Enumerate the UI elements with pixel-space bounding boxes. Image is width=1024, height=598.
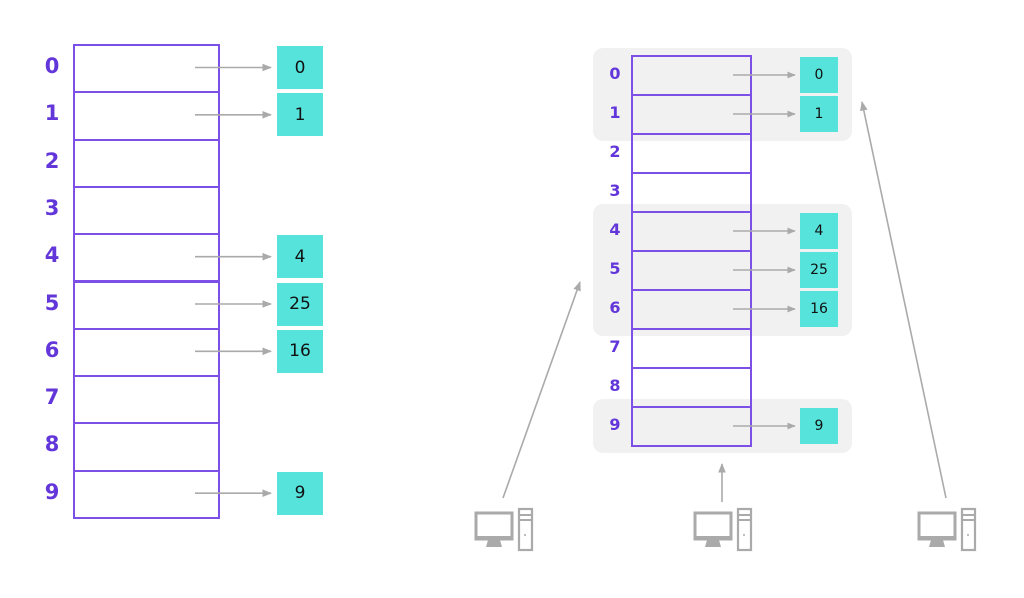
value-box: 0 bbox=[277, 46, 323, 89]
computer-icon bbox=[917, 507, 977, 552]
client-arrow bbox=[502, 281, 581, 499]
computer-icon bbox=[474, 507, 534, 552]
value-box: 1 bbox=[800, 96, 838, 132]
index-label: 2 bbox=[44, 148, 60, 173]
index-label: 2 bbox=[609, 142, 621, 161]
value-box: 25 bbox=[800, 252, 838, 288]
computer-icon bbox=[693, 507, 753, 552]
value-box: 9 bbox=[800, 408, 838, 444]
index-label: 7 bbox=[609, 337, 621, 356]
index-label: 4 bbox=[44, 243, 60, 268]
index-label: 7 bbox=[44, 385, 60, 410]
index-label: 1 bbox=[44, 101, 60, 126]
index-label: 4 bbox=[609, 220, 621, 239]
value-box: 4 bbox=[277, 235, 323, 279]
client-arrow bbox=[860, 101, 947, 499]
value-box: 16 bbox=[800, 291, 838, 327]
index-label: 3 bbox=[609, 181, 621, 200]
index-label: 5 bbox=[44, 290, 60, 315]
index-label: 0 bbox=[609, 64, 621, 83]
index-label: 9 bbox=[609, 415, 621, 434]
value-box: 0 bbox=[800, 57, 838, 93]
value-box: 4 bbox=[800, 213, 838, 249]
index-label: 6 bbox=[44, 337, 60, 362]
value-box: 16 bbox=[277, 329, 323, 373]
value-box: 1 bbox=[277, 93, 323, 137]
index-label: 9 bbox=[44, 479, 60, 504]
index-label: 6 bbox=[609, 298, 621, 317]
value-box: 25 bbox=[277, 282, 323, 326]
index-label: 8 bbox=[44, 432, 60, 457]
index-label: 1 bbox=[609, 103, 621, 122]
index-label: 3 bbox=[44, 195, 60, 220]
index-label: 5 bbox=[609, 259, 621, 278]
index-label: 8 bbox=[609, 376, 621, 395]
index-label: 0 bbox=[44, 54, 60, 78]
table-slot bbox=[73, 469, 220, 519]
value-box: 9 bbox=[277, 471, 323, 515]
